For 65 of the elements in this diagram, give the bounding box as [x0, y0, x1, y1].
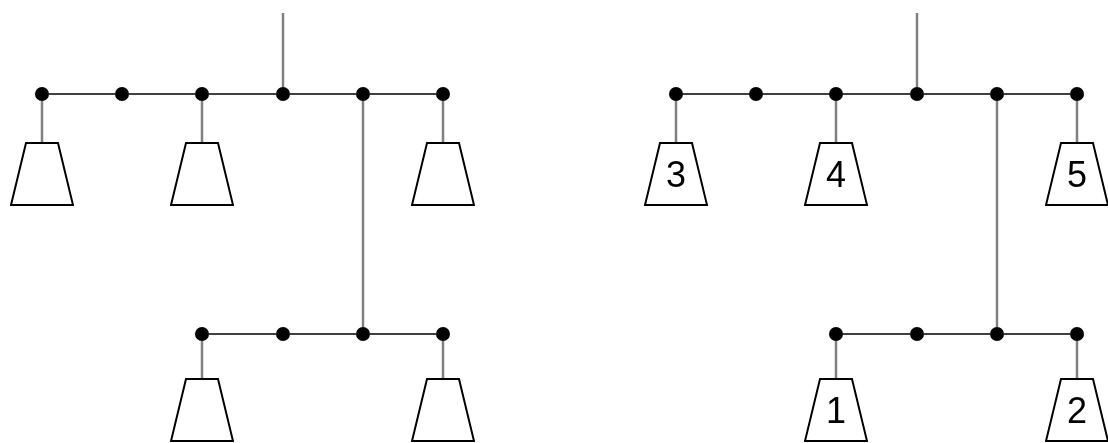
trapezoid-block — [804, 378, 868, 442]
trapezoid-block — [1045, 142, 1108, 206]
junction-dot — [195, 327, 209, 341]
connector-line — [915, 13, 919, 87]
block-number: 5 — [1067, 157, 1087, 194]
connector-line — [923, 333, 991, 335]
junction-dot — [829, 327, 843, 341]
junction-dot — [990, 327, 1004, 341]
connector-line — [200, 341, 204, 378]
trapezoid-block — [1045, 378, 1108, 442]
junction-dot — [749, 87, 763, 101]
block-number: 4 — [826, 157, 846, 194]
connector-line — [128, 93, 196, 95]
connector-line — [842, 93, 911, 95]
connector-line — [834, 101, 838, 142]
connector-line — [834, 341, 838, 378]
connector-line — [1003, 333, 1071, 335]
connector-line — [289, 93, 357, 95]
connector-line — [682, 93, 750, 95]
trapezoid-block — [411, 378, 475, 442]
connector-line — [1003, 93, 1071, 95]
connector-line — [441, 341, 445, 378]
connector-line — [441, 101, 445, 142]
junction-dot — [356, 327, 370, 341]
block-number: 3 — [666, 157, 686, 194]
junction-dot — [115, 87, 129, 101]
connector-line — [762, 93, 830, 95]
junction-dot — [35, 87, 49, 101]
connector-line — [281, 13, 285, 87]
connector-line — [923, 93, 991, 95]
connector-line — [48, 93, 116, 95]
connector-line — [361, 101, 365, 327]
junction-dot — [356, 87, 370, 101]
connector-line — [674, 101, 678, 142]
connector-line — [1075, 341, 1079, 378]
junction-dot — [1070, 327, 1084, 341]
junction-dot — [195, 87, 209, 101]
connector-line — [995, 101, 999, 327]
block-number: 2 — [1067, 393, 1087, 430]
trapezoid-block — [644, 142, 708, 206]
junction-dot — [829, 87, 843, 101]
block-number: 1 — [826, 393, 846, 430]
junction-dot — [436, 327, 450, 341]
junction-dot — [276, 87, 290, 101]
trapezoid-block — [170, 378, 234, 442]
trapezoid-block — [411, 142, 475, 206]
junction-dot — [910, 327, 924, 341]
trapezoid-block — [170, 142, 234, 206]
junction-dot — [1070, 87, 1084, 101]
junction-dot — [276, 327, 290, 341]
connector-line — [842, 333, 911, 335]
connector-line — [40, 101, 44, 142]
junction-dot — [990, 87, 1004, 101]
connector-line — [289, 333, 357, 335]
junction-dot — [910, 87, 924, 101]
connector-line — [1075, 101, 1079, 142]
connector-line — [208, 333, 277, 335]
trapezoid-block — [10, 142, 74, 206]
junction-dot — [436, 87, 450, 101]
connector-line — [208, 93, 277, 95]
connector-line — [200, 101, 204, 142]
junction-dot — [669, 87, 683, 101]
connector-line — [369, 93, 437, 95]
connector-line — [369, 333, 437, 335]
trapezoid-block — [804, 142, 868, 206]
